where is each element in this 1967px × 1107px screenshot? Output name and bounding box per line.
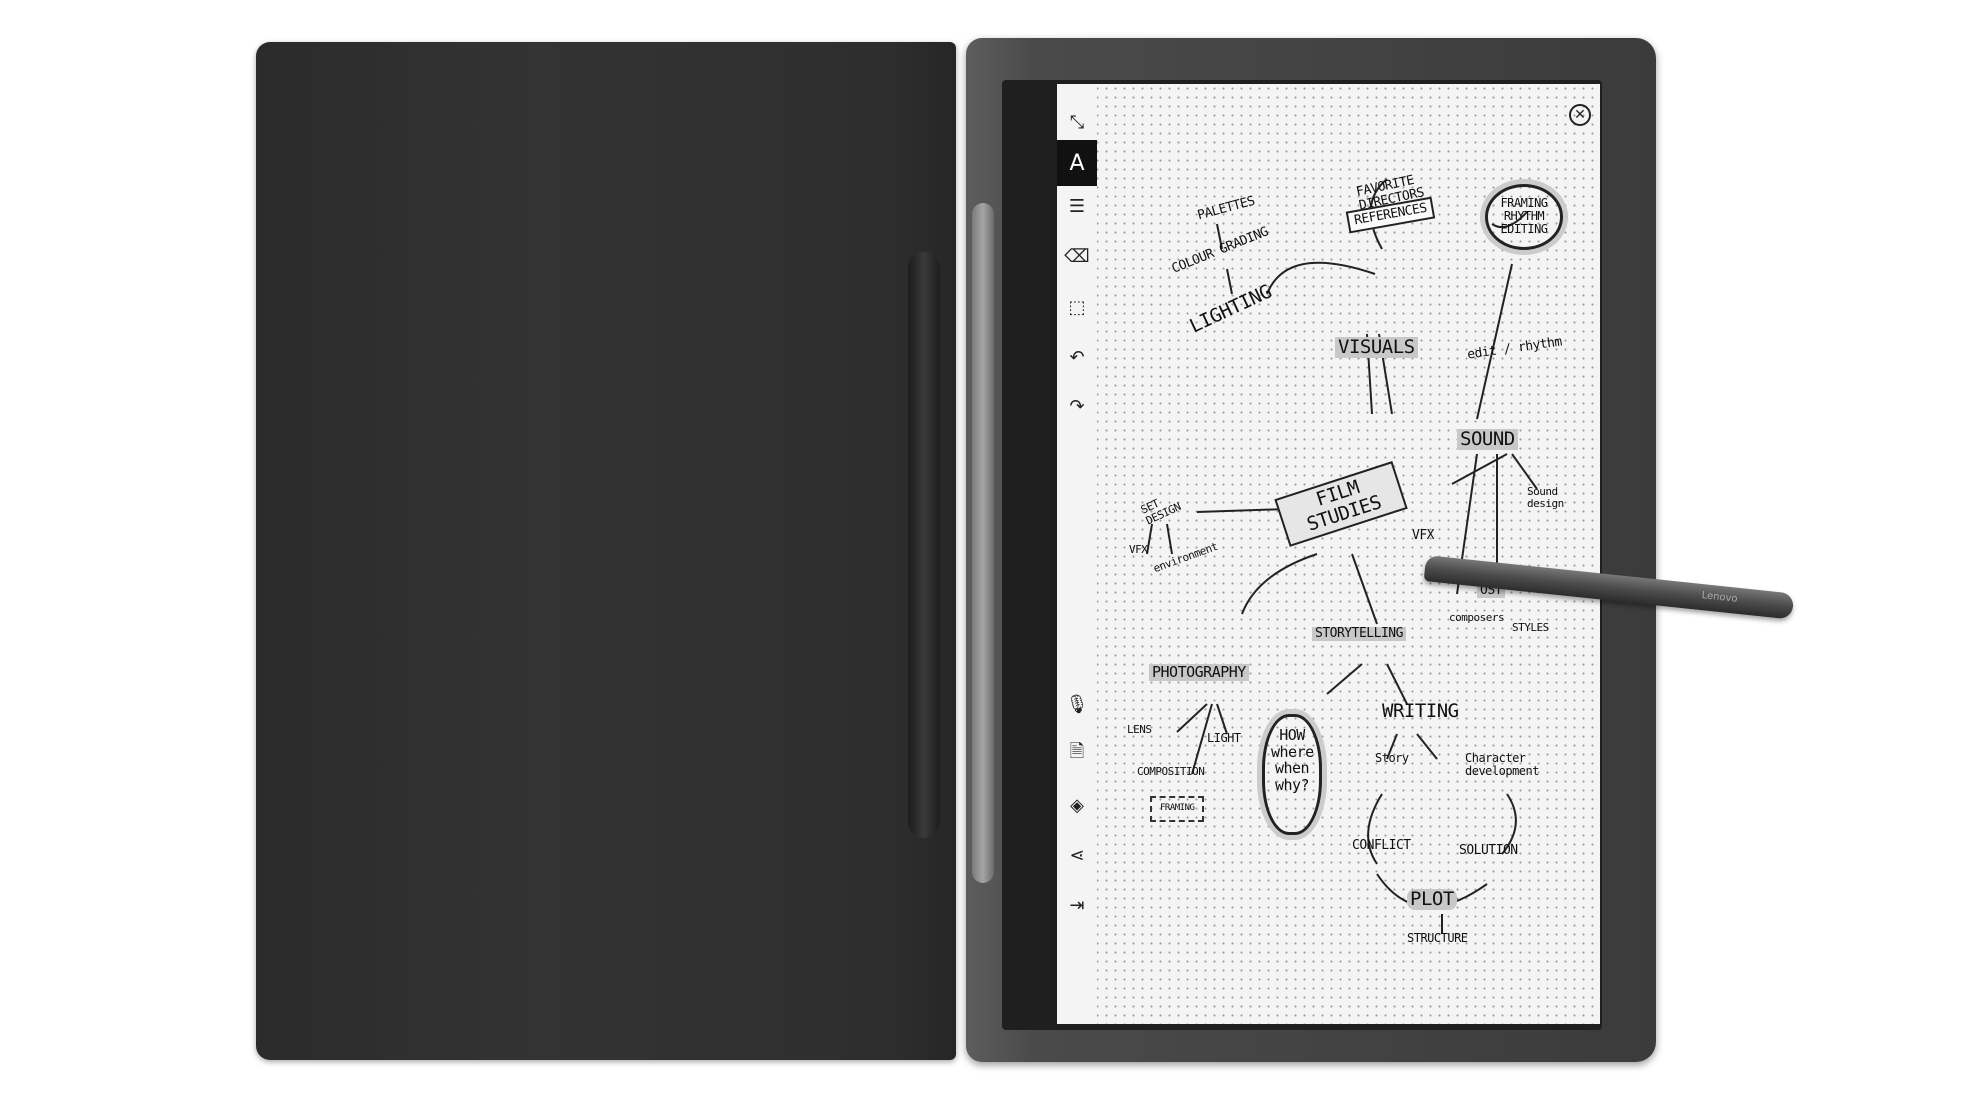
node-conflict: CONFLICT (1352, 838, 1411, 853)
redo-icon[interactable]: ↷ (1069, 395, 1085, 417)
node-framing-rhythm-editing: FRAMING RHYTHM EDITING (1485, 184, 1563, 250)
pen-holder-groove (908, 252, 940, 838)
node-solution: SOLUTION (1459, 843, 1518, 858)
share-icon[interactable]: ⋖ (1069, 844, 1085, 866)
node-how-where-when-why: HOW where when why? (1262, 714, 1322, 835)
node-writing: WRITING (1382, 700, 1459, 722)
node-sound: SOUND (1457, 429, 1518, 450)
e-ink-screen: ⤡ A ☰ ⌫ ⬚ ↶ ↷ 🎙 🗎 ◈ ⋖ ⇥ ✕ PALETTES COLOU… (1057, 84, 1600, 1024)
lasso-select-icon[interactable]: ⬚ (1068, 296, 1086, 318)
node-composition: COMPOSITION (1137, 765, 1205, 778)
folio-cover (256, 42, 956, 1060)
microphone-icon[interactable]: 🎙 (1065, 693, 1089, 715)
layers-icon[interactable]: ◈ (1070, 794, 1084, 816)
pen-logo: Lenovo (1701, 590, 1739, 605)
node-visuals: VISUALS (1335, 337, 1418, 358)
node-character-development: Character development (1465, 751, 1539, 779)
expand-icon[interactable]: ⤡ (1069, 111, 1085, 133)
text-tool-icon[interactable]: A (1057, 140, 1097, 186)
node-plot: PLOT (1407, 889, 1457, 910)
menu-icon[interactable]: ☰ (1068, 195, 1086, 217)
node-vfx-right: VFX (1412, 528, 1434, 543)
node-styles: STYLES (1512, 621, 1549, 634)
close-icon[interactable]: ✕ (1569, 104, 1591, 126)
side-toolbar: ⤡ A ☰ ⌫ ⬚ ↶ ↷ 🎙 🗎 ◈ ⋖ ⇥ (1057, 84, 1097, 1024)
document-icon[interactable]: 🗎 (1069, 741, 1085, 762)
node-composers: composers (1449, 611, 1505, 624)
node-vfx-left: VFX (1129, 543, 1148, 556)
node-light: LIGHT (1207, 731, 1241, 745)
node-framing: FRAMING (1150, 796, 1205, 822)
export-icon[interactable]: ⇥ (1069, 894, 1085, 916)
undo-icon[interactable]: ↶ (1069, 346, 1085, 368)
node-sound-design: Sound design (1527, 485, 1564, 511)
eraser-icon[interactable]: ⌫ (1064, 245, 1090, 267)
node-story: Story (1375, 751, 1409, 765)
node-photography: PHOTOGRAPHY (1149, 664, 1249, 681)
tablet-spine (972, 203, 994, 883)
node-lens: LENS (1127, 723, 1152, 736)
node-storytelling: STORYTELLING (1312, 626, 1406, 642)
node-structure: STRUCTURE (1407, 931, 1468, 945)
